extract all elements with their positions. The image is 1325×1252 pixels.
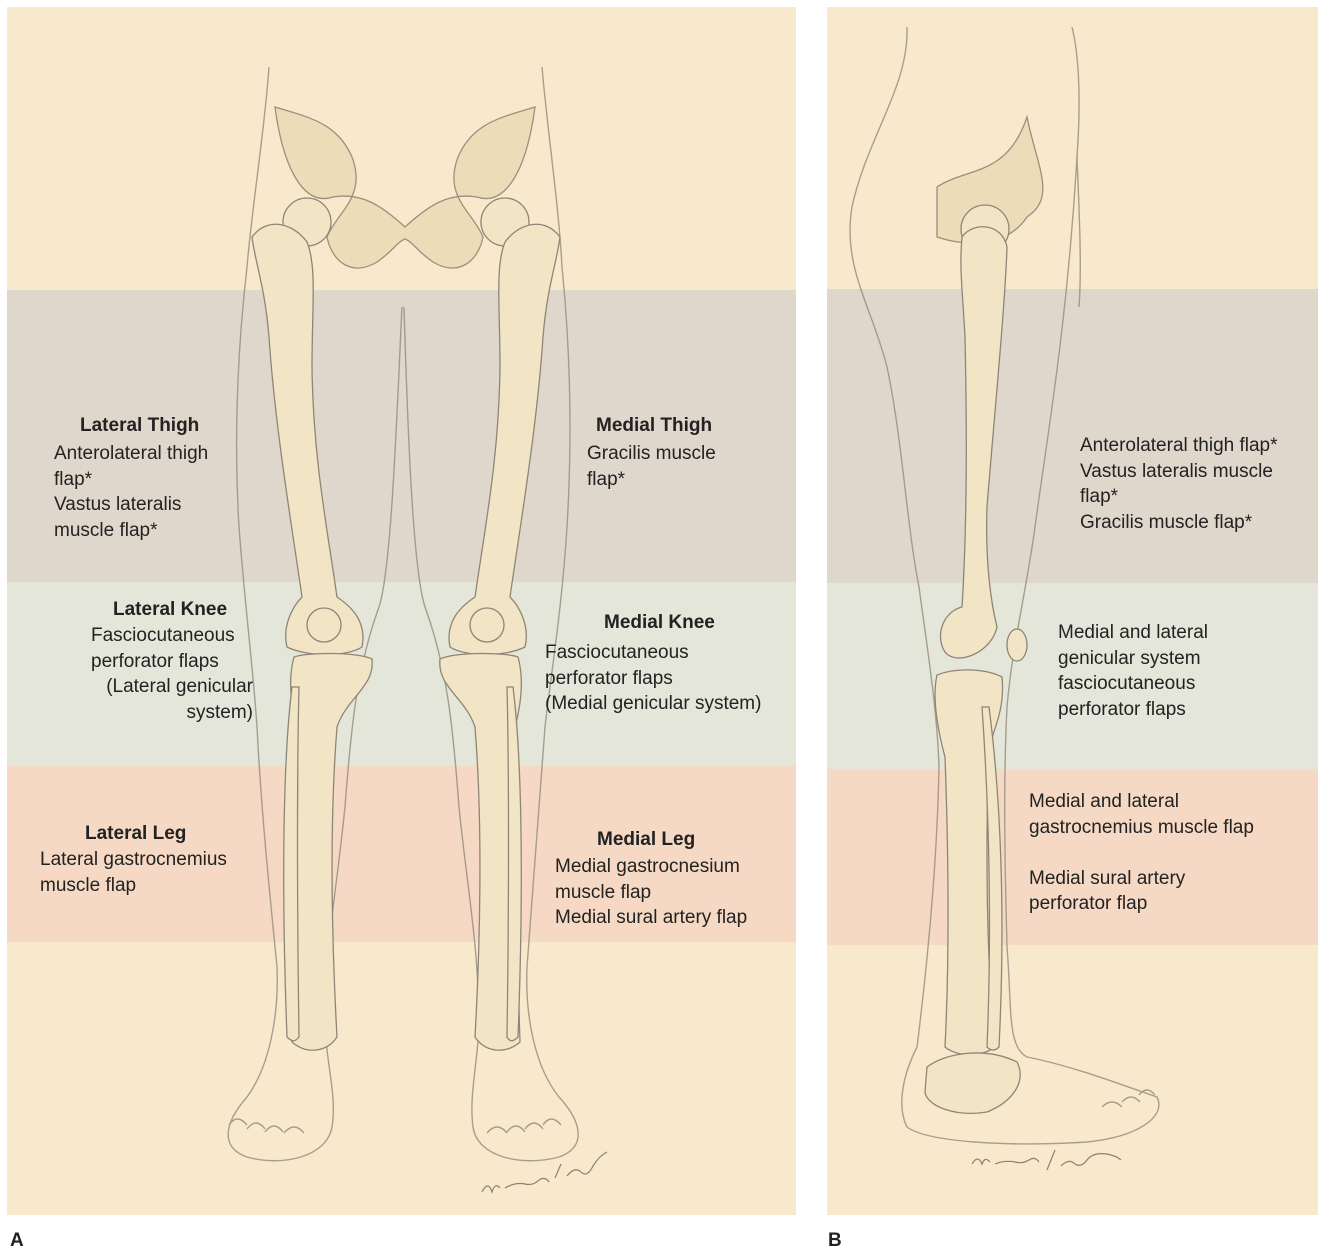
lateral-view-thigh-flaps: Anterolateral thigh flap* Vastus lateral… — [1080, 433, 1278, 535]
artist-signature — [967, 1142, 1137, 1182]
flap-line: perforator flaps — [545, 666, 761, 692]
flap-line: perforator flaps — [1058, 697, 1208, 723]
flap-line-spacer — [1029, 840, 1254, 866]
flap-line: (Medial genicular system) — [545, 691, 761, 717]
flap-line: gastrocnemius muscle flap — [1029, 815, 1254, 841]
lateral-leg-illustration — [827, 7, 1318, 1215]
flap-line: flap* — [54, 467, 208, 493]
flap-line: Medial and lateral — [1058, 620, 1208, 646]
medial-knee-title: Medial Knee — [604, 610, 715, 636]
flap-line: Medial gastrocnesium — [555, 854, 747, 880]
flap-line: muscle flap* — [54, 518, 208, 544]
flap-line: Gracilis muscle — [587, 441, 716, 467]
flap-line: Vastus lateralis muscle — [1080, 459, 1278, 485]
flap-line: Fasciocutaneous — [545, 640, 761, 666]
flap-line: Medial and lateral — [1029, 789, 1254, 815]
flap-line: Gracilis muscle flap* — [1080, 510, 1278, 536]
lateral-thigh-title: Lateral Thigh — [80, 413, 199, 439]
flap-line: muscle flap — [555, 880, 747, 906]
medial-knee-label: Medial Knee — [604, 610, 715, 636]
flap-line: muscle flap — [40, 873, 227, 899]
lateral-leg-flaps: Lateral gastrocnemius muscle flap — [40, 847, 227, 898]
medial-leg-flaps: Medial gastrocnesium muscle flap Medial … — [555, 854, 747, 931]
flap-line: perforator flap — [1029, 891, 1254, 917]
lateral-knee-flaps: Fasciocutaneous perforator flaps (Latera… — [91, 623, 253, 725]
panel-a-letter: A — [10, 1230, 24, 1252]
flap-line: flap* — [1080, 484, 1278, 510]
lateral-leg-title: Lateral Leg — [85, 821, 186, 847]
flap-line: Lateral gastrocnemius — [40, 847, 227, 873]
medial-thigh-title: Medial Thigh — [596, 413, 712, 439]
lateral-view-knee-flaps: Medial and lateral genicular system fasc… — [1058, 620, 1208, 722]
lateral-leg-label: Lateral Leg — [85, 821, 186, 847]
flap-line: Anterolateral thigh — [54, 441, 208, 467]
flap-line: fasciocutaneous — [1058, 671, 1208, 697]
medial-leg-title: Medial Leg — [597, 827, 695, 853]
lateral-thigh-label: Lateral Thigh — [80, 413, 199, 439]
flap-line: Fasciocutaneous — [91, 623, 253, 649]
panel-b-letter: B — [828, 1230, 842, 1252]
lateral-view-leg-flaps: Medial and lateral gastrocnemius muscle … — [1029, 789, 1254, 917]
flap-line: system) — [91, 700, 253, 726]
medial-thigh-label: Medial Thigh — [596, 413, 712, 439]
flap-line: Medial sural artery — [1029, 866, 1254, 892]
flap-line: Medial sural artery flap — [555, 905, 747, 931]
medial-thigh-flaps: Gracilis muscle flap* — [587, 441, 716, 492]
medial-knee-flaps: Fasciocutaneous perforator flaps (Medial… — [545, 640, 761, 717]
flap-line: flap* — [587, 467, 716, 493]
artist-signature — [477, 1142, 627, 1202]
flap-line: Anterolateral thigh flap* — [1080, 433, 1278, 459]
panel-a-anterior-view: Lateral Thigh Anterolateral thigh flap* … — [7, 7, 796, 1215]
panel-b-lateral-view: Anterolateral thigh flap* Vastus lateral… — [827, 7, 1318, 1215]
flap-line: Vastus lateralis — [54, 492, 208, 518]
lateral-knee-title: Lateral Knee — [113, 597, 227, 623]
lateral-thigh-flaps: Anterolateral thigh flap* Vastus lateral… — [54, 441, 208, 543]
flap-line: perforator flaps — [91, 649, 253, 675]
medial-leg-label: Medial Leg — [597, 827, 695, 853]
flap-line: (Lateral genicular — [91, 674, 253, 700]
lateral-knee-label: Lateral Knee — [113, 597, 227, 623]
flap-line: genicular system — [1058, 646, 1208, 672]
